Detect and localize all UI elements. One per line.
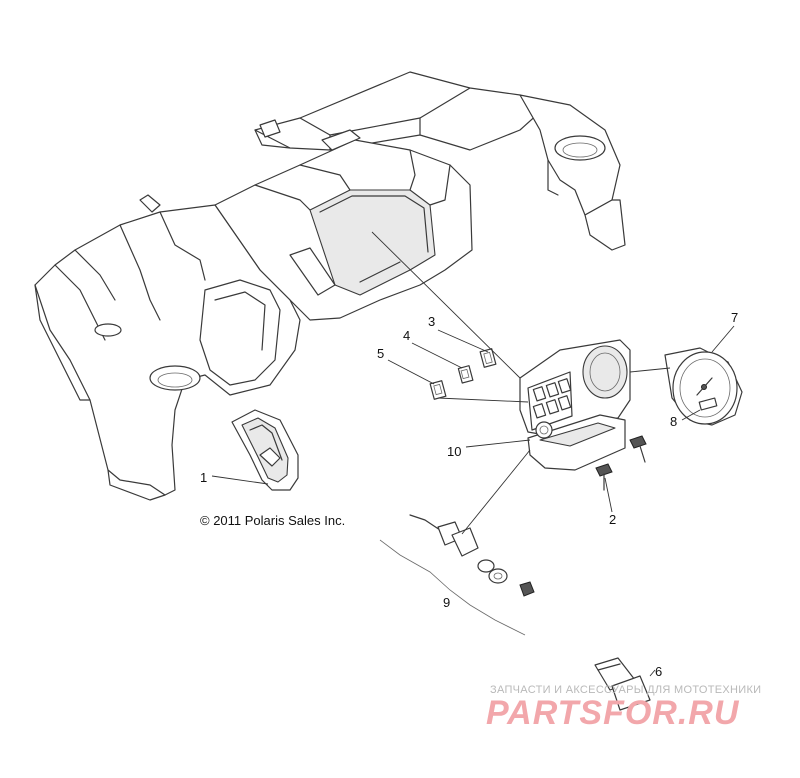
part-3-switch-blank	[479, 348, 497, 368]
part-4-switch	[457, 365, 474, 384]
dashboard-body	[34, 71, 626, 501]
callout-8: 8	[670, 414, 677, 429]
callout-7: 7	[731, 310, 738, 325]
watermark-logo: PARTSFOR.RU	[486, 694, 740, 732]
callout-5: 5	[377, 346, 384, 361]
callout-2: 2	[609, 512, 616, 527]
callout-labels: 1 2 3 4 5 6 7 8 9 10	[200, 310, 738, 679]
callout-1: 1	[200, 470, 207, 485]
part-10-instrument-pod	[519, 339, 631, 471]
watermark-tagline: ЗАПЧАСТИ И АКСЕССУАРЫ ДЛЯ МОТОТЕХНИКИ	[490, 684, 762, 696]
part-6-connector	[594, 657, 651, 711]
callout-6: 6	[655, 664, 662, 679]
part-9-power-outlet	[379, 514, 535, 636]
callout-9: 9	[443, 595, 450, 610]
copyright-text: © 2011 Polaris Sales Inc.	[200, 513, 346, 528]
callout-4: 4	[403, 328, 410, 343]
part-7-gauge	[664, 347, 743, 426]
callout-3: 3	[428, 314, 435, 329]
part-1-handle-trim	[231, 409, 299, 491]
part-2-screws	[595, 435, 647, 491]
leader-lines	[211, 231, 735, 677]
callout-10: 10	[447, 444, 461, 459]
